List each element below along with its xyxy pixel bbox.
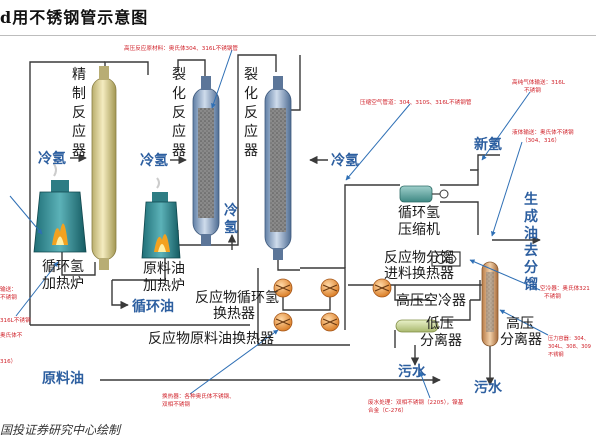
arrow-reactor-material: [211, 49, 233, 109]
arrow-heat-exchanger: [189, 329, 279, 395]
label-recycle-compressor: 循环氢 压缩机: [398, 205, 444, 238]
lp-separator: [395, 319, 439, 333]
note-left-top: 输送： 不锈钢: [0, 285, 19, 301]
heat-exchangers: [273, 278, 392, 332]
recycle-h2-heater: [33, 153, 87, 253]
label-cold-h2-vertical: 冷 氢: [224, 202, 243, 236]
label-recycle-h2-heater: 循环氢 加热炉: [42, 259, 88, 292]
refine-reactor: [91, 66, 117, 270]
arrow-left-mid: [15, 261, 59, 317]
label-crack-reactor-2: 裂 化 反 应 器: [244, 67, 262, 159]
label-crack-reactor-1: 裂 化 反 应 器: [172, 67, 190, 159]
pipe-refine-to-crack1: [104, 61, 149, 75]
note-sewage-pipe: 废水处理：双相不锈钢（2205），镍基 合金（C-276）: [368, 398, 465, 414]
pipe-aircooler-out: [470, 280, 481, 301]
label-raw-oil: 原料油: [42, 370, 84, 387]
pipe-heater-to-refine: [61, 235, 96, 276]
hp-separator: [481, 261, 499, 347]
note-air-cooler-pipe: 空冷器：奥氏体321 不锈钢: [540, 284, 592, 300]
arrow-air-cooler: [469, 259, 541, 291]
label-cold-h2-a: 冷氢: [38, 150, 66, 167]
label-reactant-feed-exchanger: 反应物原料油换热器: [148, 330, 274, 347]
label-cold-h2-c: 冷氢: [331, 152, 359, 169]
arrow-left-top: [9, 195, 43, 235]
cold-h2-arrows: [70, 153, 328, 250]
page-title: d用不锈钢管示意图: [0, 8, 149, 27]
label-sewage-a: 污水: [398, 363, 427, 380]
label-to-fractionation: 生 成 油 去 分 馏: [523, 191, 543, 293]
label-reactant-h2-exchanger: 反应物循环氢 换热器: [195, 289, 283, 322]
label-new-h2: 新氢: [474, 136, 502, 153]
label-hp-air-cooler: 高压空冷器: [396, 292, 466, 309]
crack-reactor-1: [192, 76, 220, 246]
note-air-pipe: 压缩空气管道：304、310S、316L不锈钢管: [360, 98, 472, 106]
label-lp-separator: 低压 分离器: [420, 316, 462, 349]
label-distill-exchanger: 反应物分馏 进料换热器: [384, 249, 458, 282]
annotation-arrows: [9, 49, 549, 399]
arrow-liquid: [490, 141, 523, 237]
note-heat-exchanger: 换热器：各种奥氏体不锈钢、 双相不锈钢: [162, 392, 237, 408]
recycle-compressor: [399, 185, 449, 203]
pipe-left-loop: [29, 61, 85, 325]
material-notes: 高压反应原材料：奥氏体304、316L不锈钢管 压缩空气管道：304、310S、…: [0, 44, 593, 414]
label-recycle-oil: 循环油: [132, 298, 174, 315]
label-refine-reactor: 精 制 反 应 器: [72, 67, 90, 159]
pipe-rawheater: [112, 255, 166, 281]
equipment-labels: 精 制 反 应 器 裂 化 反 应 器 裂 化 反 应 器 冷氢 冷氢 冷氢 冷…: [38, 67, 543, 396]
pipe-to-compressor: [344, 184, 400, 268]
note-left-mid: 316L不锈钢 奥氏体不 316）: [0, 316, 32, 365]
note-hp-gas-pipe: 高纯气体输送：316L 不锈钢: [512, 78, 567, 94]
arrow-air-pipe: [345, 103, 411, 181]
hp-air-cooler: [431, 251, 461, 267]
title-divider: [0, 35, 596, 36]
pipe-recycle-oil: [111, 280, 129, 310]
note-liquid-pipe: 液体输送：奥氏体不锈钢 （304、316）: [512, 128, 575, 144]
source-caption: 国投证券研究中心绘制: [0, 423, 121, 437]
label-sewage-b: 污水: [474, 379, 503, 396]
pipe-compressor-down: [440, 201, 479, 235]
pipe-network: [29, 54, 541, 386]
pipe-from-compressor: [440, 169, 479, 186]
label-hp-separator: 高压 分离器: [500, 315, 542, 348]
label-raw-oil-heater: 原料油 加热炉: [143, 261, 189, 294]
label-cold-h2-b: 冷氢: [140, 152, 168, 169]
crack-reactor-2: [264, 76, 292, 260]
arrow-pressure-vessel: [499, 309, 549, 336]
arrow-sewage-pipe: [419, 371, 431, 399]
note-reactor-material: 高压反应原材料：奥氏体304、316L不锈钢管: [124, 44, 238, 52]
note-pressure-vessel: 压力容器：304、 304L、308、309 不锈钢: [548, 334, 593, 358]
pipe-aircooler: [394, 285, 430, 301]
raw-oil-heater: [141, 177, 181, 259]
arrow-hp-gas: [481, 91, 531, 161]
